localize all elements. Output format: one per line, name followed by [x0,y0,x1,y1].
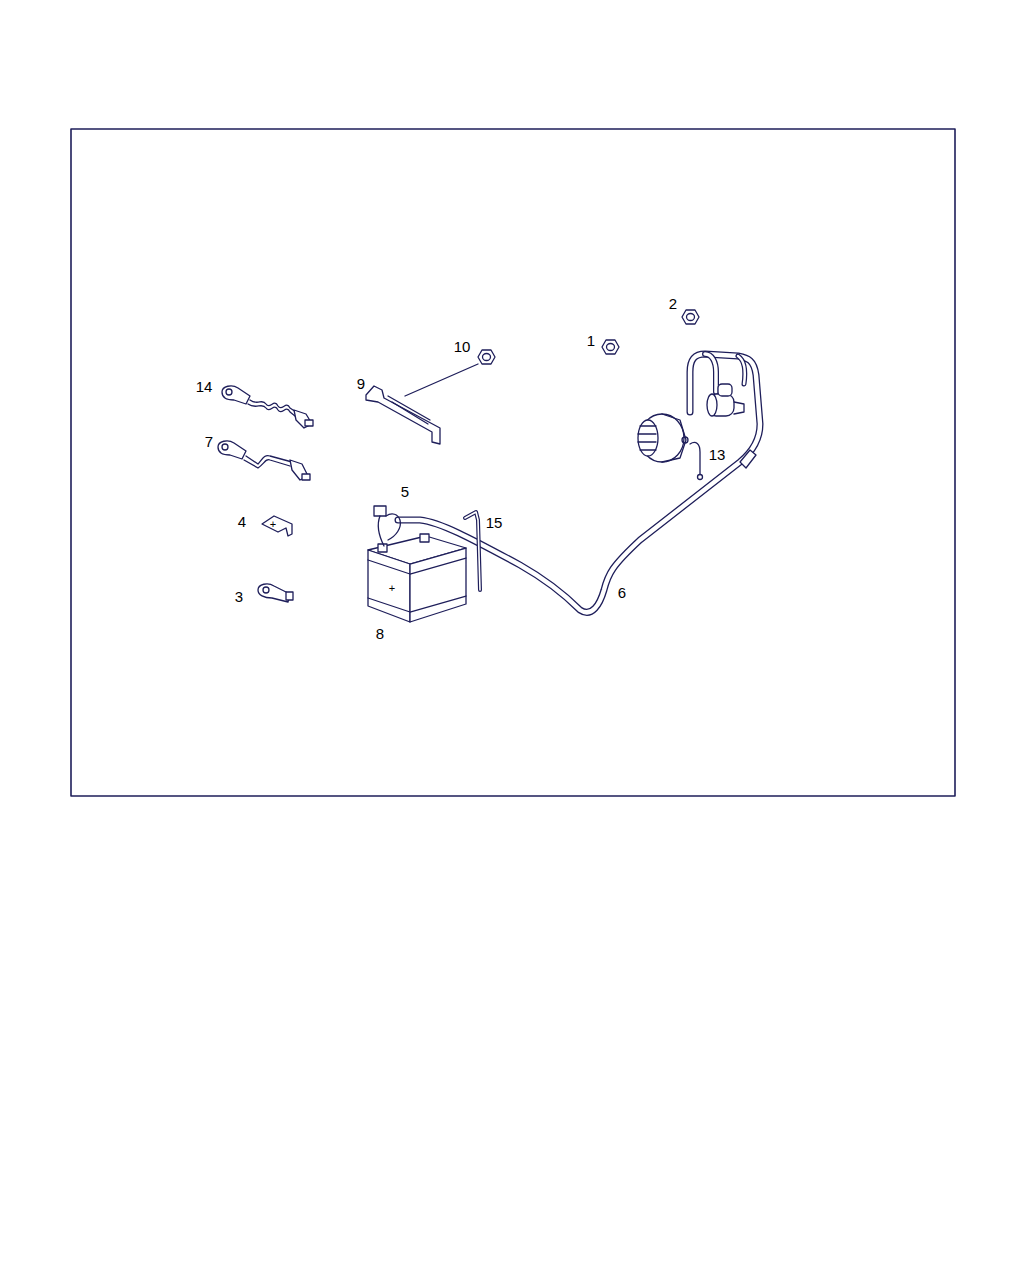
polarity-mark: + [389,583,395,594]
callout-number: 1 [587,333,595,348]
nut [682,310,699,324]
callout-number: 3 [235,589,243,604]
holding-rod [465,512,480,590]
callout-number: 4 [238,514,246,529]
callout-number: 6 [618,585,626,600]
terminal-cover [262,516,292,536]
starter-motor [707,384,744,416]
terminal-cap [374,506,400,546]
ground-cable [218,441,310,480]
polarity-mark: + [270,519,276,530]
terminal-clamp [258,584,293,602]
frame [71,129,955,796]
callout-number: 8 [376,626,384,641]
bracket [366,386,440,444]
ground-cable [222,386,313,428]
callout-number: 5 [401,484,409,499]
callout-number: 9 [357,376,365,391]
callout-number: 14 [196,379,213,394]
callout-number: 13 [709,447,726,462]
callout-number: 7 [205,434,213,449]
alternator [638,414,688,462]
callout-number: 10 [454,339,471,354]
battery [368,534,466,622]
nut [405,350,495,396]
wire [690,442,703,479]
nut [602,340,619,354]
callout-number: 15 [486,515,503,530]
callout-number: 2 [669,296,677,311]
